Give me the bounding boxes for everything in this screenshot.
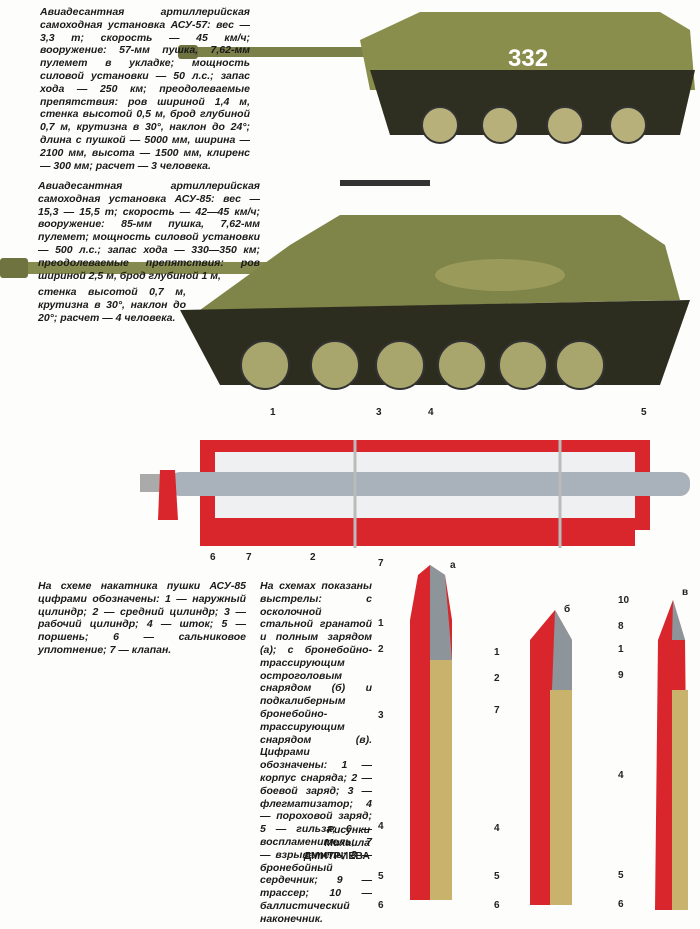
shell-label: 1 <box>378 618 384 629</box>
asu85-illustration <box>0 180 690 390</box>
shell-a-diagram <box>410 565 452 900</box>
shell-v-diagram <box>655 600 688 910</box>
shell-label: 4 <box>378 821 384 832</box>
shell-label: 10 <box>618 595 630 606</box>
shell-label: 1 <box>618 644 624 655</box>
shells-caption: На схемах показаны выстрелы: с осколочно… <box>260 580 372 925</box>
asu57-hull-number: 332 <box>508 45 549 72</box>
shell-label: 1 <box>494 647 500 658</box>
shell-label: 3 <box>378 710 384 721</box>
shell-letter: а <box>450 560 456 571</box>
shell-label: 6 <box>618 899 624 910</box>
shell-label: 8 <box>618 621 624 632</box>
shell-label: 5 <box>618 870 624 881</box>
shell-letter: в <box>682 587 689 598</box>
recoil-label: 7 <box>246 552 252 563</box>
illustration-credits: Рисунки Михаила ДМИТРИЕВА <box>290 824 370 862</box>
recoil-label: 3 <box>376 407 382 418</box>
asu85-caption-part1: Авиадесантная артиллерийская самоходная … <box>38 180 260 282</box>
shell-label: 7 <box>494 705 500 716</box>
asu57-caption: Авиадесантная артиллерийская самоходная … <box>40 6 250 172</box>
shell-label: 2 <box>494 673 500 684</box>
recoil-mechanism-diagram <box>140 440 690 548</box>
shell-label: 5 <box>378 871 384 882</box>
recoil-label: 6 <box>210 552 216 563</box>
recoil-label: 2 <box>310 552 316 563</box>
shell-letter: б <box>564 604 571 615</box>
shell-label: 7 <box>378 558 384 569</box>
credits-line: ДМИТРИЕВА <box>303 849 370 862</box>
asu85-caption-part2: стенка высотой 0,7 м, крутизна в 30°, на… <box>38 286 186 324</box>
shell-label: 5 <box>494 871 500 882</box>
shell-b-diagram <box>530 610 572 905</box>
shell-label: 2 <box>378 644 384 655</box>
recoil-label: 4 <box>428 407 434 418</box>
recoil-label: 1 <box>270 407 276 418</box>
shell-label: 9 <box>618 670 624 681</box>
shell-label: 4 <box>618 770 624 781</box>
shell-label: 6 <box>494 900 500 911</box>
shell-label: 4 <box>494 823 500 834</box>
credits-line: Михаила <box>324 836 371 849</box>
recoil-label: 5 <box>641 407 647 418</box>
shell-label: 6 <box>378 900 384 911</box>
asu57-illustration <box>178 12 695 144</box>
recoil-caption: На схеме накатника пушки АСУ-85 цифрами … <box>38 580 246 656</box>
credits-line: Рисунки <box>326 824 370 836</box>
